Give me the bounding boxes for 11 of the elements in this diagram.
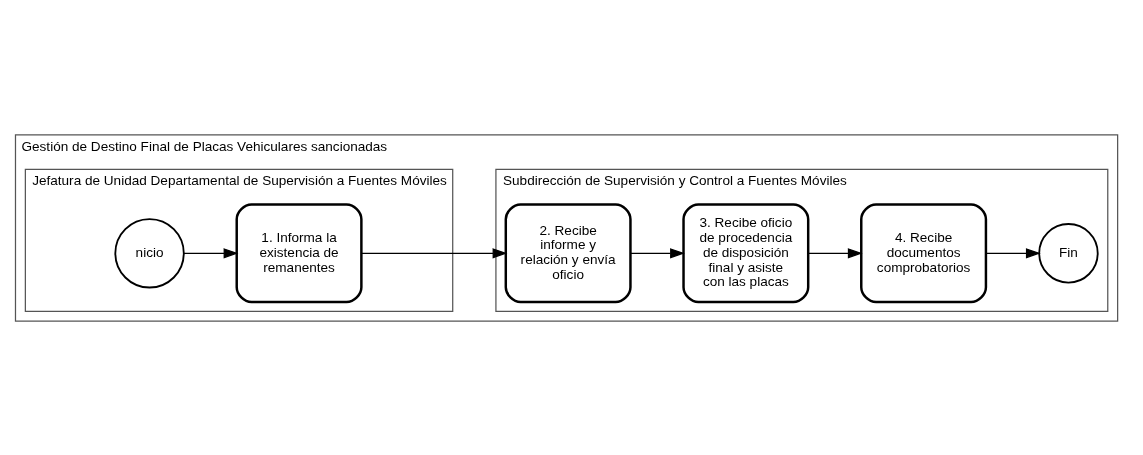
node-box: 4. Recibe documentos comprobatorios [860, 202, 988, 303]
node-box: 3. Recibe oficio de procedencia de disposición final y asiste con las placas [682, 202, 810, 303]
arrow [807, 247, 863, 258]
node-box: 2. Recibe informe y relación y envía oficio [504, 202, 632, 303]
node-circle: Fin [1038, 222, 1099, 283]
arrow [183, 247, 239, 258]
arrow [985, 247, 1041, 258]
node-circle: nicio [114, 217, 185, 288]
arrow [630, 247, 685, 258]
node-box: 1. Informa la existencia de remanentes [235, 202, 363, 303]
arrow [360, 247, 508, 258]
